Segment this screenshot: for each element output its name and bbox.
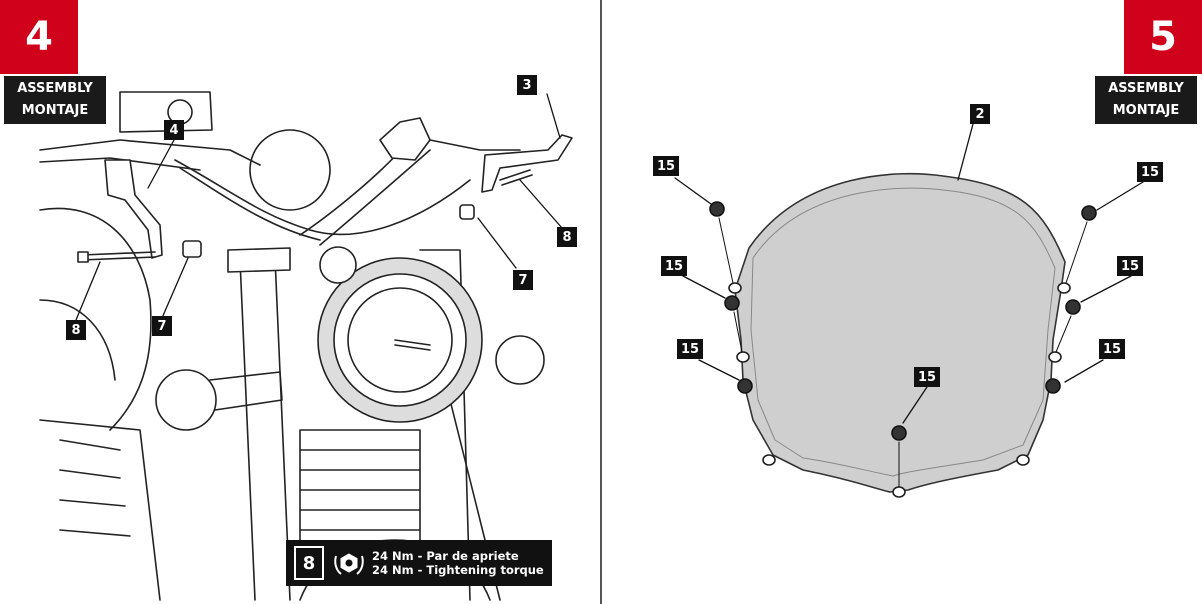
- callout-part-15: 15: [914, 367, 940, 387]
- callout-part-15: 15: [1137, 162, 1163, 182]
- step-number-badge: 5: [1124, 0, 1202, 74]
- step-4-panel: 4 ASSEMBLY MONTAJE 4 3 8 7 8 7 8 24 Nm -…: [0, 0, 600, 604]
- callout-part-15: 15: [1117, 256, 1143, 276]
- callout-part-7-left: 7: [152, 316, 172, 336]
- step-label-es: MONTAJE: [21, 103, 89, 118]
- motorcycle-front-illustration: [39, 91, 573, 601]
- step-label-en: ASSEMBLY: [17, 81, 93, 96]
- callout-part-7-right: 7: [513, 270, 533, 290]
- panel-divider: [600, 0, 602, 604]
- step-label: ASSEMBLY MONTAJE: [1095, 76, 1197, 124]
- wrench-nut-icon: [334, 553, 364, 575]
- torque-spec-es: 24 Nm - Par de apriete: [372, 549, 519, 563]
- step-number-badge: 4: [0, 0, 78, 74]
- callout-part-8-right: 8: [557, 227, 577, 247]
- callout-part-15: 15: [653, 156, 679, 176]
- callout-part-8-left: 8: [66, 320, 86, 340]
- torque-part-ref: 8: [294, 546, 324, 580]
- torque-spec-en: 24 Nm - Tightening torque: [372, 563, 544, 577]
- torque-spec-box: 8 24 Nm - Par de apriete 24 Nm - Tighten…: [286, 540, 552, 586]
- callout-part-15: 15: [677, 339, 703, 359]
- callout-part-15: 15: [1099, 339, 1125, 359]
- step-label: ASSEMBLY MONTAJE: [4, 76, 106, 124]
- callout-part-15: 15: [661, 256, 687, 276]
- windscreen-illustration: [674, 123, 1144, 498]
- step-label-en: ASSEMBLY: [1108, 81, 1184, 96]
- callout-part-3: 3: [517, 75, 537, 95]
- step-label-es: MONTAJE: [1112, 103, 1180, 118]
- callout-part-4: 4: [164, 120, 184, 140]
- step-5-panel: 5 ASSEMBLY MONTAJE 2 15 15 15 15 15 15 1…: [603, 0, 1202, 604]
- callout-part-2: 2: [970, 104, 990, 124]
